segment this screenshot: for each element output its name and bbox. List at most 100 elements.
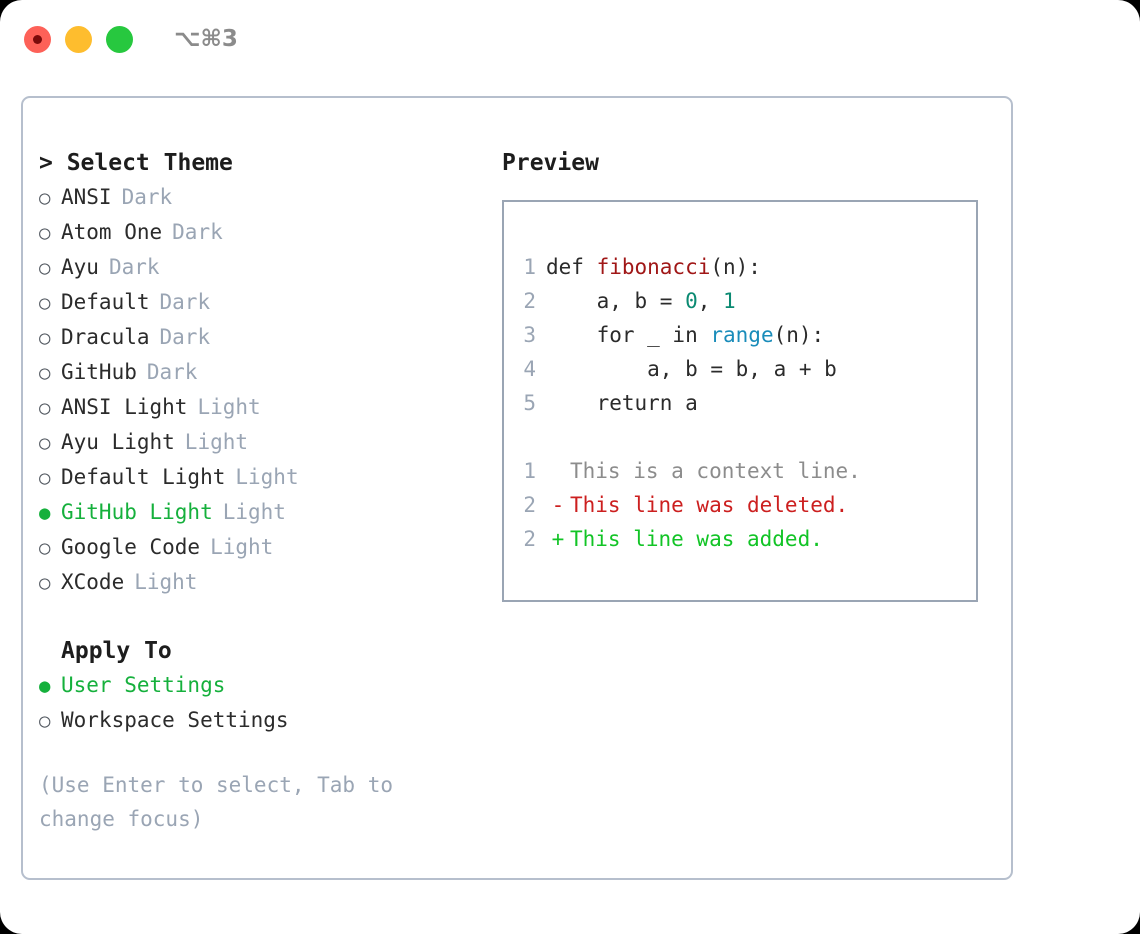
maximize-button[interactable] xyxy=(106,25,133,53)
radio-unselected-icon: ○ xyxy=(39,467,51,489)
theme-option-label: ANSI xyxy=(61,185,112,209)
line-number: 3 xyxy=(523,323,536,347)
diff-sample: 1 This is a context line. 2-This line was… xyxy=(504,454,976,556)
line-number: 1 xyxy=(523,255,536,279)
apply-to-option-list[interactable]: ● User Settings ○ Workspace Settings xyxy=(39,668,499,738)
radio-unselected-icon: ○ xyxy=(39,327,51,349)
code-token-num: 1 xyxy=(723,289,736,313)
keyboard-shortcut-label: ⌥⌘3 xyxy=(174,26,238,52)
theme-variant-badge: Dark xyxy=(172,220,223,244)
theme-option-github[interactable]: ○ GitHub Dark xyxy=(39,355,499,390)
code-diff-spacer xyxy=(504,420,976,454)
radio-unselected-icon: ○ xyxy=(39,537,51,559)
theme-option-dracula[interactable]: ○ Dracula Dark xyxy=(39,320,499,355)
apply-to-option-label: User Settings xyxy=(61,673,226,697)
keyboard-hint-text: (Use Enter to select, Tab to change focu… xyxy=(39,773,406,831)
theme-variant-badge: Light xyxy=(184,430,249,454)
diff-line-added: 2+This line was added. xyxy=(504,522,976,556)
code-token-plain: return a xyxy=(546,391,698,415)
code-token-call: range xyxy=(710,323,774,347)
theme-variant-badge: Light xyxy=(197,395,261,419)
theme-option-label: Ayu Light xyxy=(61,430,175,454)
section-spacer xyxy=(39,600,499,634)
diff-marker: - xyxy=(551,493,565,517)
diff-text: This line was added. xyxy=(570,527,823,551)
theme-option-label: Dracula xyxy=(61,325,150,349)
code-line: 5 return a xyxy=(504,386,976,420)
code-text: return a xyxy=(546,386,698,420)
radio-unselected-icon: ○ xyxy=(39,292,51,314)
theme-option-label: Google Code xyxy=(61,535,201,559)
radio-unselected-icon: ○ xyxy=(39,222,51,244)
theme-option-label: Default xyxy=(61,290,150,314)
code-token-plain: a, b = b, a + b xyxy=(546,357,837,381)
preview-header: Preview xyxy=(502,150,599,176)
theme-option-label: ANSI Light xyxy=(61,395,188,419)
line-number: 4 xyxy=(523,357,536,381)
code-text: a, b = b, a + b xyxy=(546,352,837,386)
theme-variant-badge: Light xyxy=(235,465,299,489)
theme-variant-badge: Dark xyxy=(146,360,198,384)
code-text: for _ in range(n): xyxy=(546,318,825,352)
title-bar: ⌥⌘3 xyxy=(0,0,1140,78)
line-number: 2 xyxy=(523,493,536,517)
code-text: a, b = 0, 1 xyxy=(546,284,736,318)
diff-marker xyxy=(546,454,570,488)
select-theme-header: > Select Theme xyxy=(39,150,233,176)
diff-text: This is a context line. xyxy=(570,459,861,483)
theme-variant-badge: Dark xyxy=(159,325,211,349)
theme-option-label: Ayu xyxy=(61,255,99,279)
minimize-button[interactable] xyxy=(65,25,92,53)
theme-variant-badge: Dark xyxy=(121,185,173,209)
radio-unselected-icon: ○ xyxy=(39,710,51,732)
code-line: 3 for _ in range(n): xyxy=(504,318,976,352)
line-number: 2 xyxy=(523,289,536,313)
apply-to-option-user-settings[interactable]: ● User Settings xyxy=(39,668,499,703)
theme-option-atom-one[interactable]: ○ Atom One Dark xyxy=(39,215,499,250)
radio-unselected-icon: ○ xyxy=(39,397,51,419)
line-number: 1 xyxy=(523,459,536,483)
radio-selected-icon: ● xyxy=(39,675,51,697)
theme-variant-badge: Light xyxy=(222,500,286,524)
theme-option-label: GitHub Light xyxy=(61,500,213,524)
theme-option-label: Atom One xyxy=(61,220,163,244)
radio-unselected-icon: ○ xyxy=(39,187,51,209)
code-text: def fibonacci(n): xyxy=(546,250,761,284)
theme-variant-badge: Dark xyxy=(108,255,160,279)
theme-option-default-light[interactable]: ○ Default Light Light xyxy=(39,460,499,495)
code-token-plain: def xyxy=(546,255,597,279)
diff-marker: + xyxy=(551,527,565,551)
theme-option-ansi-light[interactable]: ○ ANSI Light Light xyxy=(39,390,499,425)
code-line: 2 a, b = 0, 1 xyxy=(504,284,976,318)
line-number: 5 xyxy=(523,391,536,415)
radio-unselected-icon: ○ xyxy=(39,362,51,384)
theme-option-label: GitHub xyxy=(61,360,137,384)
code-token-plain: (n): xyxy=(773,323,825,347)
theme-variant-badge: Light xyxy=(210,535,274,559)
radio-unselected-icon: ○ xyxy=(39,572,51,594)
code-line: 1 def fibonacci(n): xyxy=(504,250,976,284)
apply-to-header: Apply To xyxy=(61,638,172,664)
theme-option-google-code[interactable]: ○ Google Code Light xyxy=(39,530,499,565)
theme-option-ansi[interactable]: ○ ANSI Dark xyxy=(39,180,499,215)
apply-to-option-workspace-settings[interactable]: ○ Workspace Settings xyxy=(39,703,499,738)
code-token-plain: a, b = xyxy=(546,289,686,313)
theme-option-label: Default Light xyxy=(61,465,226,489)
apply-to-option-label: Workspace Settings xyxy=(61,708,289,732)
close-button[interactable] xyxy=(24,25,51,53)
code-token-fn: fibonacci xyxy=(596,255,711,279)
theme-option-label: XCode xyxy=(61,570,125,594)
code-token-num: 0 xyxy=(685,289,698,313)
